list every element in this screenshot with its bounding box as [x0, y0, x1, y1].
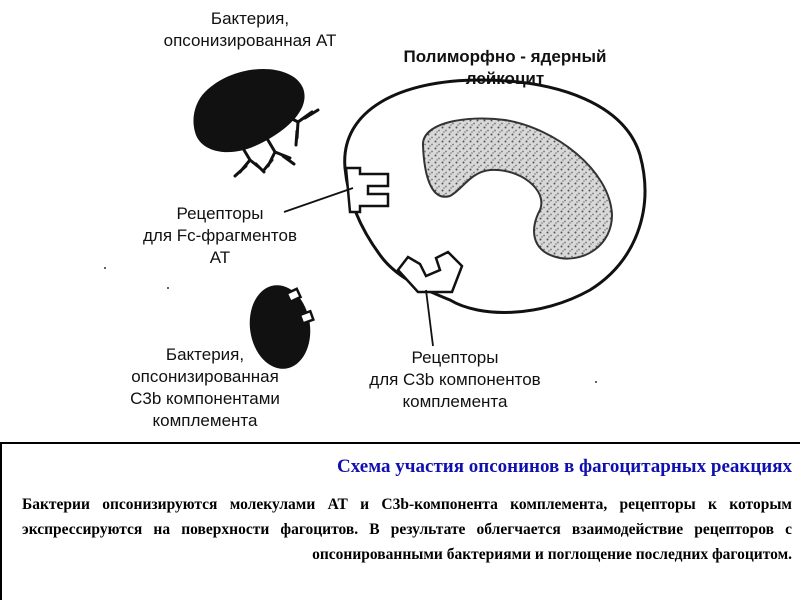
opsonization-diagram: Бактерия, опсонизированная АТ Полиморфно… — [80, 8, 650, 432]
label-pmn-line1: Полиморфно - ядерный — [403, 47, 607, 66]
label-fc-receptors: Рецепторы для Fc-фрагментов АТ — [100, 203, 340, 269]
caption-box: Схема участия опсонинов в фагоцитарных р… — [0, 442, 800, 600]
pointer-c3b-receptor — [425, 289, 434, 347]
label-pmn: Полиморфно - ядерный лейкоцит — [360, 46, 650, 90]
pointer-lines — [283, 187, 434, 347]
label-pmn-line2: лейкоцит — [465, 69, 545, 88]
label-bacterium-at-line1: Бактерия, — [210, 9, 290, 28]
antibody-y-shapes — [233, 106, 320, 178]
bacterium-c3b-opsonized — [249, 285, 315, 369]
caption-text: Бактерии опсонизируются молекулами АТ и … — [22, 496, 792, 563]
label-fc-line2: для Fc-фрагментов — [142, 226, 298, 245]
fc-receptor — [344, 166, 390, 214]
label-bacterium-c3b-line4: комплемента — [152, 411, 258, 430]
label-c3b-line2: для С3b компонентов — [369, 370, 541, 389]
label-bacterium-at-line2: опсонизированная АТ — [163, 31, 337, 50]
leukocyte-nucleus — [421, 117, 614, 260]
label-bacterium-at: Бактерия, опсонизированная АТ — [110, 8, 390, 52]
label-fc-line3: АТ — [209, 248, 231, 267]
leukocyte-cell — [343, 78, 647, 314]
label-bacterium-c3b: Бактерия, опсонизированная С3b компонент… — [80, 344, 330, 432]
caption-title: Схема участия опсонинов в фагоцитарных р… — [337, 456, 792, 477]
diagram-drawing — [104, 68, 647, 383]
scan-dots — [104, 267, 597, 383]
label-c3b-receptors: Рецепторы для С3b компонентов комплемент… — [330, 347, 580, 413]
label-c3b-line3: комплемента — [402, 392, 508, 411]
label-bacterium-c3b-line1: Бактерия, — [165, 345, 245, 364]
label-fc-line1: Рецепторы — [176, 204, 264, 223]
pointer-fc-receptor — [283, 187, 354, 213]
label-bacterium-c3b-line3: С3b компонентами — [130, 389, 280, 408]
label-bacterium-c3b-line2: опсонизированная — [131, 367, 279, 386]
label-c3b-line1: Рецепторы — [411, 348, 499, 367]
bacterium-antibody-opsonized — [193, 68, 305, 153]
c3b-receptor — [396, 250, 464, 294]
